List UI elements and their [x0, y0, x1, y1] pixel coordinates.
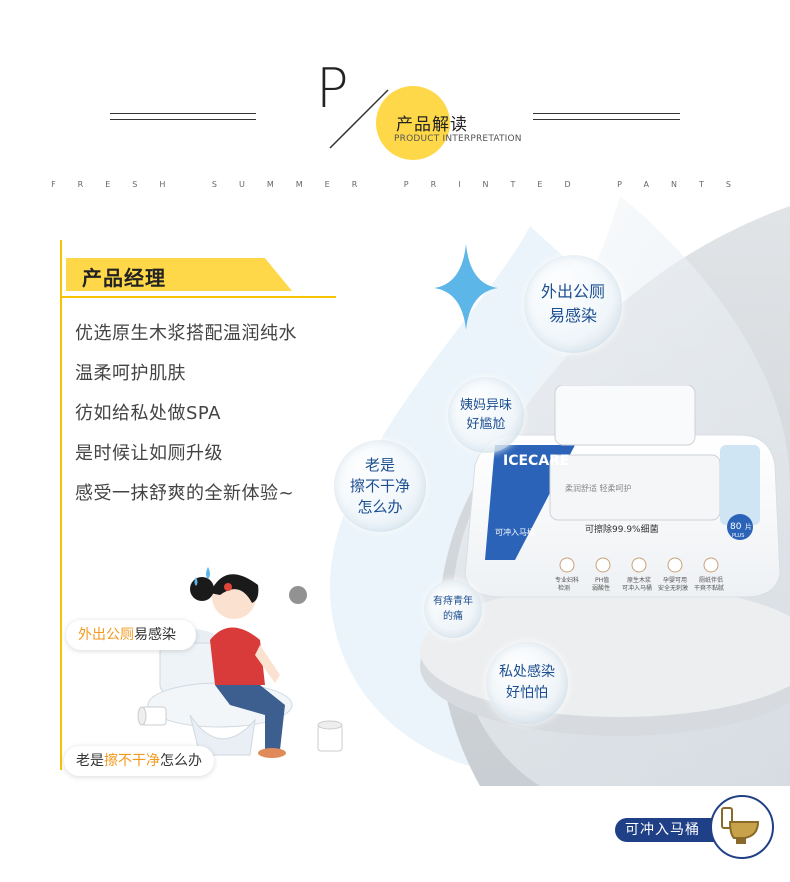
package-brand: ICECARE: [503, 453, 570, 469]
feature-label: PH值: [595, 576, 609, 584]
bubble-text: 怎么办: [160, 753, 202, 769]
bubble-text: 老是: [76, 753, 104, 769]
bubble-line: 老是: [364, 455, 395, 474]
bubble-line: 怎么办: [357, 497, 403, 516]
bubble-line: 易感染: [548, 306, 597, 325]
package-feature-icons: 专业妇科 检测 PH值 弱酸性 原生木浆 可冲入马桶 孕婴可用 安全无刺激 厕纸…: [555, 557, 724, 592]
sparkle-icon: [434, 244, 498, 330]
copy-line: 是时候让如厕升级: [75, 443, 223, 464]
germ-icon: [289, 586, 307, 604]
flushable-badge: 可冲入马桶: [615, 818, 727, 842]
header-rule-right: [533, 113, 680, 120]
header-title: 产品解读: [396, 115, 468, 135]
bubble-hemorrhoid: 有痔青年 的痛: [424, 580, 482, 638]
bubble-line: 擦不干净: [349, 476, 410, 495]
girl-icon: [210, 627, 265, 685]
feature-label: 专业妇科: [555, 576, 579, 584]
copy-line: 优选原生木浆搭配温润纯水: [75, 323, 297, 344]
bubble-infection: 私处感染 好怕怕: [486, 642, 568, 724]
bubble-line: 好尴尬: [466, 417, 506, 432]
section-tag-background: [66, 258, 292, 291]
copy-line: 感受一抹舒爽的全新体验~: [75, 483, 295, 504]
header-slash: [329, 89, 389, 149]
feature-label: 原生木浆: [627, 576, 651, 584]
bubble-line: 姨妈异味: [459, 398, 512, 413]
bubble-not-clean: 老是 擦不干净 怎么办: [334, 440, 426, 532]
feature-label: 可冲入马桶: [622, 584, 652, 592]
bubble-period-odor: 姨妈异味 好尴尬: [448, 377, 524, 453]
bubble-line: 外出公厕: [540, 282, 605, 301]
copy-line: 彷如给私处做SPA: [75, 403, 221, 424]
bubble-line: 有痔青年: [433, 596, 473, 607]
bubble-public-toilet: 外出公厕 易感染: [524, 255, 622, 353]
cartoon-bubble-not-clean: 老是擦不干净怎么办: [64, 746, 214, 776]
feature-label: 弱酸性: [592, 584, 610, 592]
package-claim: 可擦除99.9%细菌: [585, 523, 659, 535]
copy-line: 温柔呵护肌肤: [75, 363, 186, 384]
header-yellow-circle: [376, 86, 450, 160]
package-count-sub: PLUS: [732, 533, 744, 539]
accent-vertical-line: [60, 240, 62, 770]
section-tag: 产品经理: [82, 266, 166, 290]
bubble-line: 的痛: [443, 611, 463, 622]
toilet-icon: [721, 807, 760, 844]
section-copy: 优选原生木浆搭配温润纯水 温柔呵护肌肤 彷如给私处做SPA 是时候让如厕升级 感…: [75, 322, 297, 522]
header-subtitle: PRODUCT INTERPRETATION: [394, 134, 522, 144]
bubble-line: 好怕怕: [506, 685, 548, 701]
bubble-text: 易感染: [134, 627, 176, 643]
feature-label: 检测: [558, 584, 570, 592]
cartoon-illustration: [137, 567, 343, 758]
feature-label: 厕纸伴侣: [699, 576, 723, 584]
bubble-line: 私处感染: [499, 664, 555, 680]
package-count: 80: [730, 522, 742, 532]
header-letter: P: [316, 57, 349, 120]
header-rule-left: [110, 113, 256, 120]
package-flap: [554, 385, 696, 446]
feature-label: 干爽不黏腻: [694, 584, 724, 592]
package-count-unit: 片: [745, 522, 752, 531]
section-tag-underline: [62, 296, 336, 298]
header-tagline: FRESH SUMMER PRINTED PANTS: [51, 180, 753, 189]
bubble-highlight: 擦不干净: [104, 753, 160, 769]
bubble-highlight: 外出公厕: [78, 627, 134, 643]
package-flap-text: 柔润舒适 轻柔呵护: [565, 483, 632, 493]
package-strip-text: 可冲入马桶: [495, 527, 535, 537]
feature-label: 安全无刺激: [658, 584, 688, 592]
feature-label: 孕婴可用: [663, 577, 687, 584]
cartoon-bubble-public-toilet: 外出公厕易感染: [66, 620, 196, 650]
